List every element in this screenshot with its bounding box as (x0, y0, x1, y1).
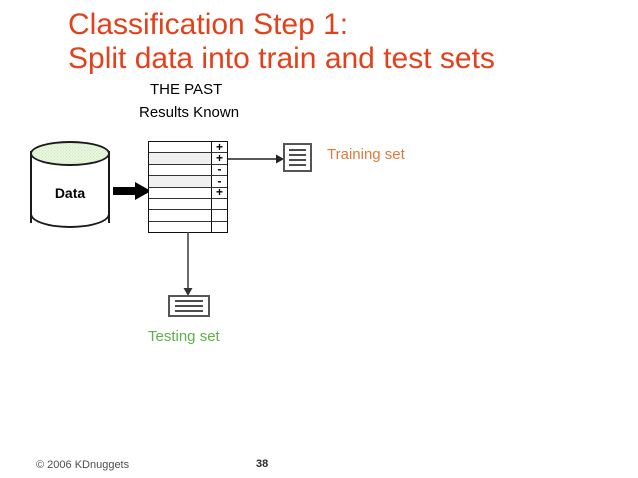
table-row: - (149, 164, 227, 177)
table-cell-class (212, 222, 227, 232)
table-cell-attributes (149, 210, 212, 221)
table-cell-attributes (149, 142, 212, 153)
table-cell-attributes (149, 164, 212, 176)
doc-line (175, 310, 203, 312)
doc-line (175, 300, 203, 302)
data-label: Data (54, 185, 86, 201)
table-cell-class: + (215, 153, 223, 164)
table-row: - (149, 176, 227, 188)
label-training-set: Training set (327, 146, 405, 163)
table-row: + (149, 142, 227, 154)
table-row (149, 198, 227, 211)
thick-right-arrow-icon (113, 182, 153, 200)
database-cylinder-icon: Data (30, 141, 114, 235)
table-cell-class: - (217, 164, 222, 176)
cylinder-top-ellipse (30, 141, 110, 166)
cylinder-bottom-ellipse (30, 204, 110, 228)
label-the-past: THE PAST (150, 81, 223, 98)
footer-page-number: 38 (256, 458, 269, 470)
table-cell-class: - (217, 176, 222, 187)
thin-right-arrow-icon (228, 150, 284, 168)
footer-copyright: © 2006 KDnuggets (36, 459, 130, 471)
doc-line (175, 305, 203, 307)
table-row (149, 221, 227, 232)
title-line-1: Classification Step 1: (68, 8, 349, 41)
doc-line (289, 159, 306, 161)
doc-line (289, 154, 306, 156)
table-cell-class (212, 199, 227, 209)
label-testing-set: Testing set (148, 328, 220, 345)
table-cell-attributes (149, 176, 212, 187)
label-results-known: Results Known (139, 104, 240, 121)
table-row: + (149, 153, 227, 165)
table-cell-attributes (149, 187, 212, 198)
table-cell-class (212, 210, 227, 220)
table-row (149, 210, 227, 222)
table-cell-attributes (149, 221, 212, 232)
table-row: + (149, 187, 227, 199)
doc-line (289, 149, 306, 151)
table-cell-attributes (149, 198, 212, 210)
thin-down-arrow-icon (178, 232, 198, 296)
doc-line (289, 164, 306, 166)
data-table: + + - - + (148, 141, 228, 233)
document-lines-icon-testing (168, 295, 210, 317)
table-cell-class: + (215, 142, 223, 153)
title-line-2: Split data into train and test sets (68, 42, 495, 75)
document-lines-icon-training (283, 143, 312, 172)
table-cell-attributes (149, 153, 212, 164)
page-title: Classification Step 1: Split data into t… (68, 8, 608, 76)
table-cell-class: + (215, 187, 223, 198)
